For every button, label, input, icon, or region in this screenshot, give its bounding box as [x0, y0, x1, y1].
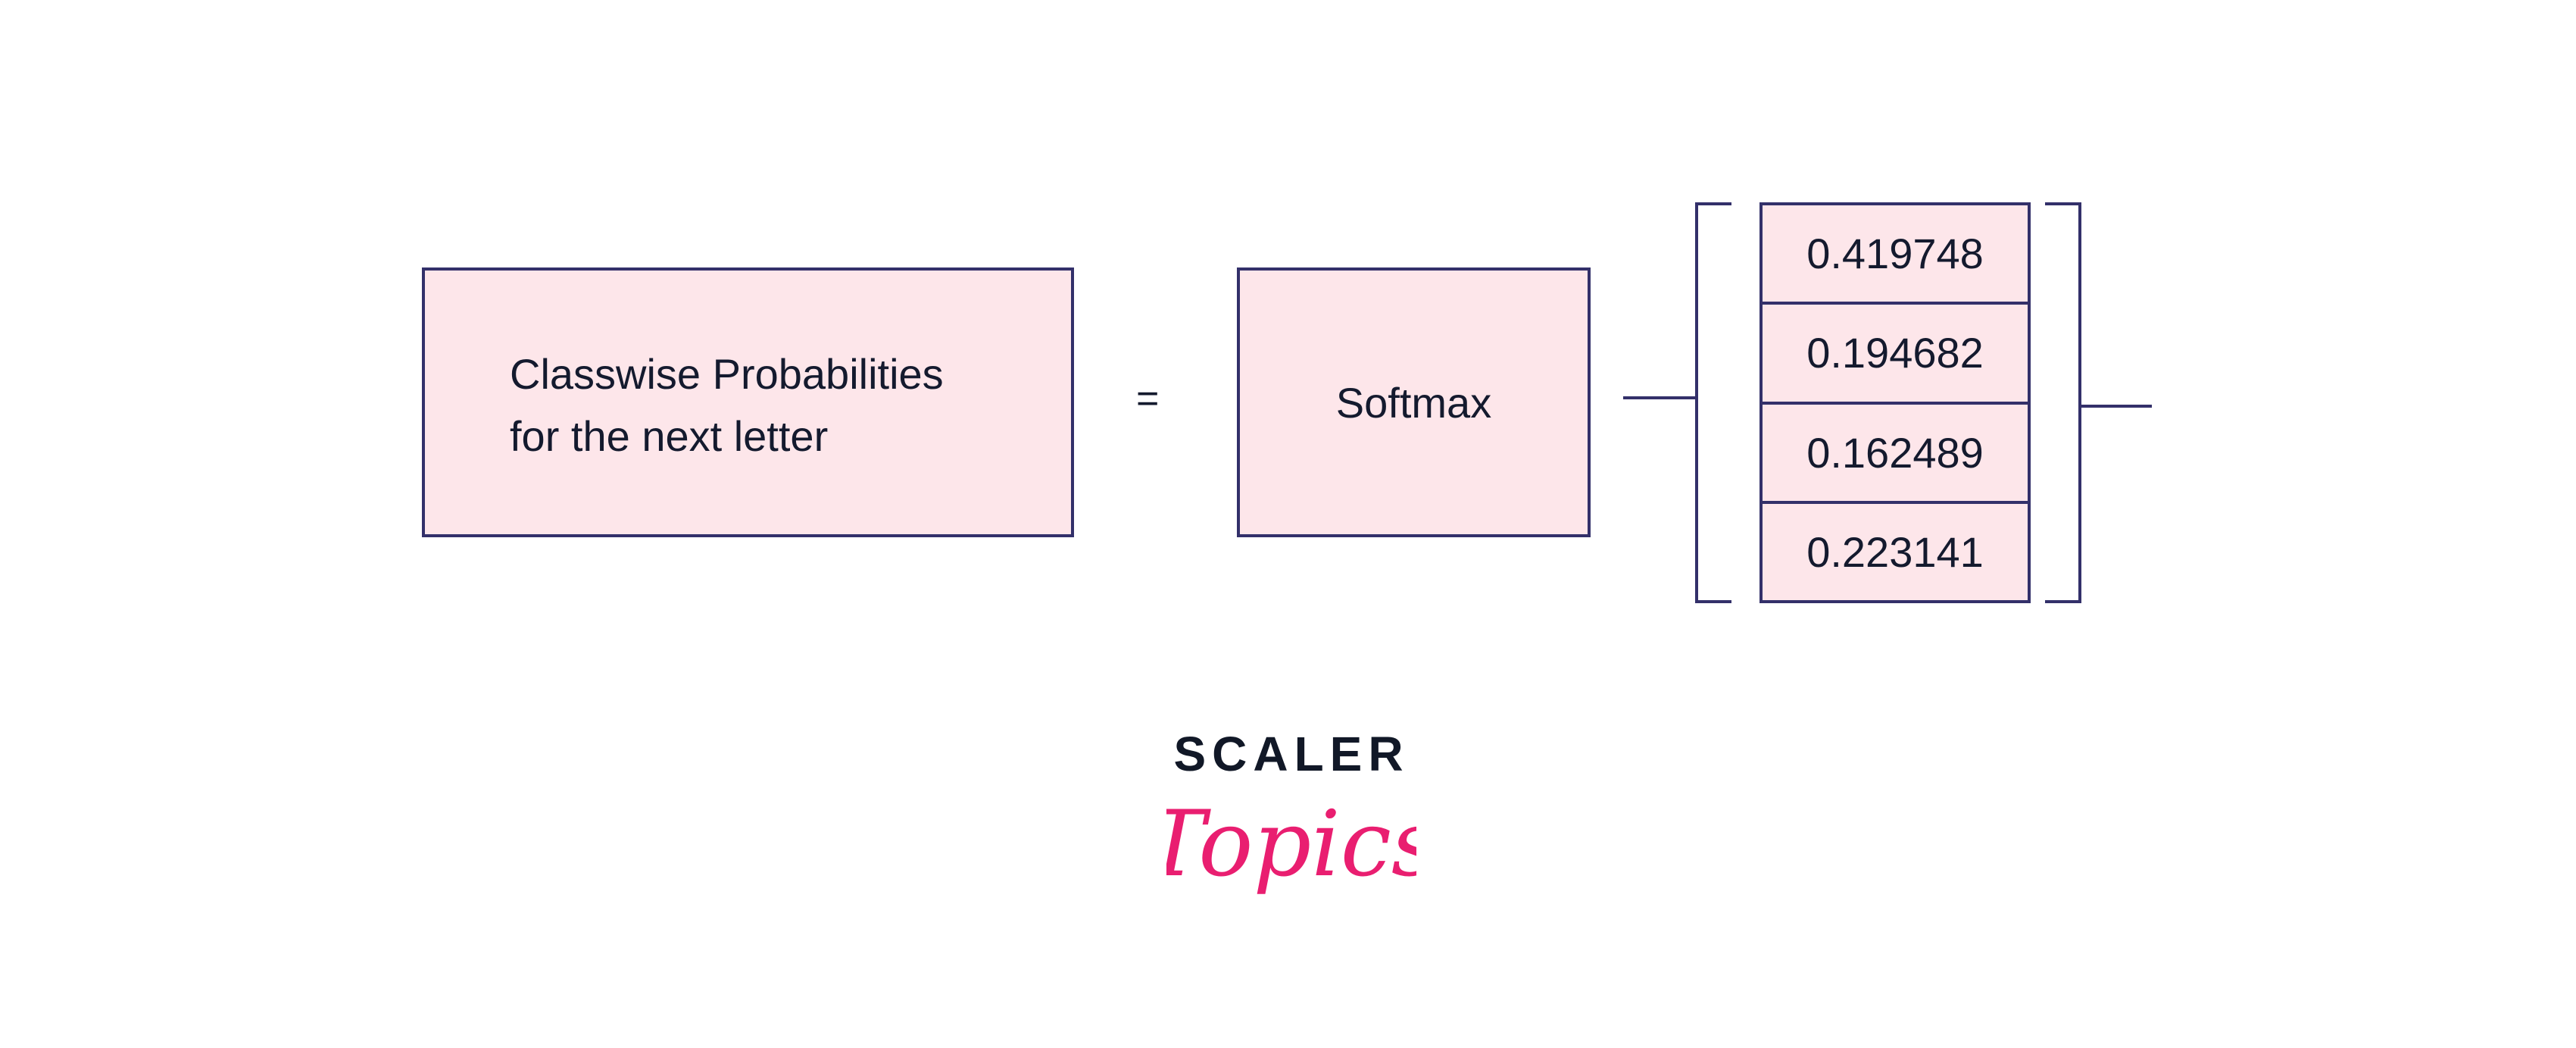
- box-label-line1: Classwise Probabilities: [510, 350, 944, 398]
- probability-vector: 0.419748 0.194682 0.162489 0.223141: [1759, 202, 2031, 603]
- vector-cell: 0.194682: [1763, 305, 2028, 405]
- box-label-line2: for the next letter: [510, 412, 829, 460]
- left-bracket: [1695, 202, 1731, 603]
- right-bracket: [2045, 202, 2081, 603]
- connector-line-left: [1623, 396, 1695, 399]
- vector-cell: 0.419748: [1763, 205, 2028, 305]
- scaler-topics-logo: SCALER Topics: [1166, 727, 1416, 897]
- equals-sign: =: [1136, 377, 1160, 421]
- classwise-probabilities-box: Classwise Probabilities for the next let…: [422, 267, 1074, 537]
- connector-line-right: [2081, 405, 2152, 408]
- vector-cell: 0.223141: [1806, 527, 1984, 576]
- softmax-box: Softmax: [1237, 267, 1591, 537]
- logo-topics-text: Topics: [1166, 792, 1416, 897]
- logo-scaler-text: SCALER: [1173, 727, 1409, 781]
- softmax-label: Softmax: [1335, 378, 1492, 427]
- vector-cell: 0.162489: [1763, 405, 2028, 504]
